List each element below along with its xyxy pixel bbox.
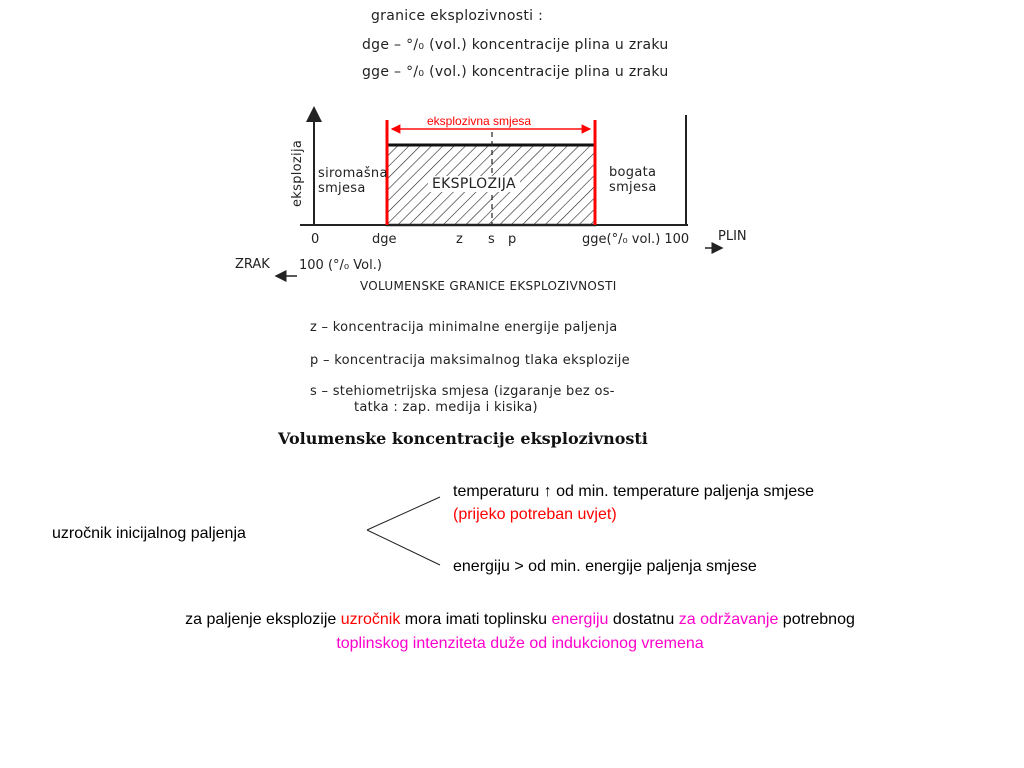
dge-definition: dge – °/₀ (vol.) koncentracije plina u z… [362, 37, 669, 53]
explosion-label: EKSPLOZIJA [428, 176, 520, 192]
explosive-range-label: eksplozivna smjesa [427, 114, 532, 128]
figure-caption: Volumenske koncentracije eksplozivnosti [278, 429, 648, 448]
conclusion-p4: energiju [551, 611, 609, 628]
tick-s: s [488, 232, 495, 247]
conclusion-p1: za paljenje eksplozije [185, 611, 341, 628]
legend-s-line1: s – stehiometrijska smjesa (izgaranje be… [310, 384, 615, 399]
lean-mixture-line1: siromašna [318, 166, 388, 181]
y-axis-label: eksplozija [290, 139, 305, 207]
legend-p: p – koncentracija maksimalnog tlaka eksp… [310, 353, 630, 368]
tick-dge: dge [372, 232, 397, 247]
conclusion-p2: uzročnik [340, 611, 401, 628]
branch1-line1: temperaturu ↑ od min. temperature paljen… [453, 483, 815, 500]
tick-p: p [508, 232, 517, 247]
conclusion-paragraph: za paljenje eksplozije uzročnik mora ima… [150, 608, 890, 656]
conclusion-p6: za održavanje [678, 611, 779, 628]
legend-s-line2: tatka : zap. medija i kisika) [354, 400, 538, 415]
tick-gge: gge(°/₀ vol.) 100 [582, 232, 690, 247]
lean-mixture-line2: smjesa [318, 181, 366, 196]
branch-lower [366, 529, 441, 566]
branch-upper [366, 496, 441, 531]
rich-mixture-line2: smjesa [609, 180, 657, 195]
zrak-label: ZRAK [235, 257, 270, 272]
tick-z: z [456, 232, 463, 247]
conclusion-p3: mora imati toplinsku [400, 611, 552, 628]
header-title: granice eksplozivnosti : [371, 8, 544, 24]
branch1-line2: (prijeko potreban uvjet) [453, 506, 617, 523]
zrak-scale: 100 (°/₀ Vol.) [299, 258, 382, 273]
rich-mixture-line1: bogata [609, 165, 657, 180]
conclusion-p5: dostatnu [608, 611, 679, 628]
plin-label: PLIN [718, 229, 747, 244]
gge-definition: gge – °/₀ (vol.) koncentracije plina u z… [362, 64, 669, 80]
branch2-text: energiju > od min. energije paljenja smj… [453, 558, 757, 575]
section-title: VOLUMENSKE GRANICE EKSPLOZIVNOSTI [360, 279, 617, 293]
conclusion-p8: toplinskog intenziteta duže od indukcion… [336, 635, 704, 652]
legend-z: z – koncentracija minimalne energije pal… [310, 320, 618, 335]
conclusion-p7: potrebnog [778, 611, 855, 628]
ignition-source-label: uzročnik inicijalnog paljenja [52, 525, 246, 542]
tick-zero: 0 [311, 232, 320, 247]
